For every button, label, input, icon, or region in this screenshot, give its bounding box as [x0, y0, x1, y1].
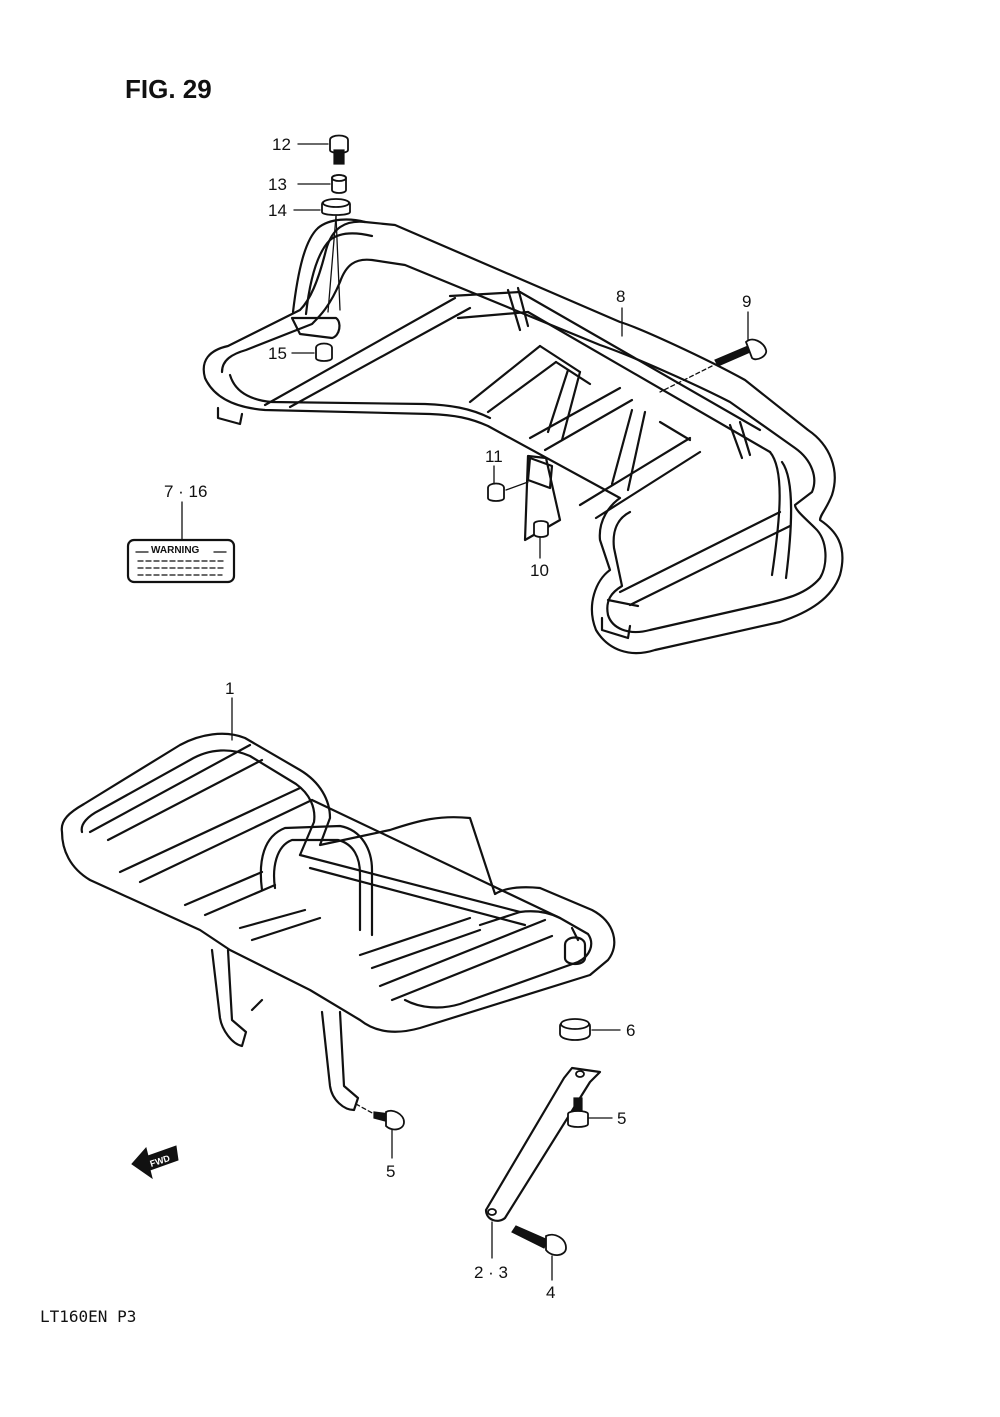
grommet-14-drawing — [321, 198, 351, 216]
warning-label-text: WARNING — [151, 545, 200, 556]
callout-15: 15 — [268, 344, 287, 363]
fastener-axis-line — [327, 215, 337, 313]
callout-7-16: 7 · 16 — [164, 482, 207, 501]
bolt-12-drawing — [329, 134, 349, 165]
callout-11: 11 — [485, 447, 503, 466]
callout-leaders — [181, 143, 749, 1281]
callout-6: 6 — [626, 1021, 635, 1040]
model-code: LT160EN P3 — [40, 1307, 136, 1326]
stay-2-3-drawing — [484, 1066, 602, 1222]
callout-2-3: 2 · 3 — [474, 1263, 508, 1282]
bolt-4-drawing — [511, 1225, 567, 1256]
figure-title: FIG. 29 — [125, 74, 212, 104]
bolt-9-drawing — [714, 338, 768, 367]
callout-14: 14 — [268, 201, 287, 220]
nut-11-drawing — [487, 482, 505, 502]
callout-13: 13 — [268, 175, 287, 194]
fastener-axis-line-2 — [335, 215, 341, 311]
collar-13-drawing — [331, 174, 347, 194]
callout-5-right: 5 — [617, 1109, 626, 1128]
callout-10: 10 — [530, 561, 549, 580]
bolt-5-left-axis — [355, 1103, 375, 1115]
bolt-5-right-drawing — [567, 1097, 589, 1128]
callout-5-left: 5 — [386, 1162, 395, 1181]
callout-1: 1 — [225, 679, 234, 698]
warning-label-drawing: WARNING — [126, 538, 236, 584]
bolt-9-axis — [659, 365, 713, 393]
fwd-arrow-icon: FWD — [131, 1145, 179, 1180]
callout-4: 4 — [546, 1283, 555, 1302]
nut-15-drawing — [315, 342, 333, 362]
callout-9: 9 — [742, 292, 751, 311]
bolt-5-left-drawing — [373, 1109, 405, 1131]
grommet-6-drawing — [559, 1018, 591, 1041]
clip-10-drawing — [523, 454, 562, 542]
callout-12: 12 — [272, 135, 291, 154]
front-carrier-drawing — [60, 732, 616, 1112]
rear-carrier-drawing — [202, 218, 844, 655]
callout-8: 8 — [616, 287, 625, 306]
